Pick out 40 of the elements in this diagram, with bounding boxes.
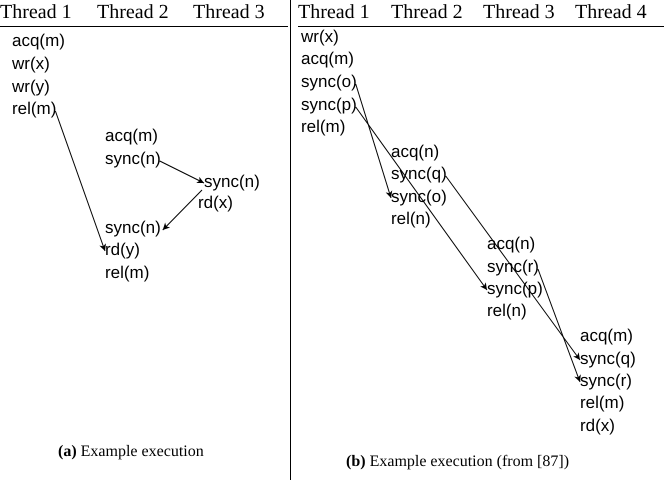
event-label: wr(x) — [301, 27, 339, 47]
event-label: sync(n) — [204, 172, 260, 192]
event-label: rel(n) — [487, 301, 527, 321]
event-label: rel(m) — [12, 99, 56, 119]
event-label: rel(m) — [301, 117, 346, 137]
event-label: rd(x) — [198, 193, 233, 213]
subfigure-caption: (b) Example execution (from [87]) — [346, 452, 570, 472]
event-label: rd(y) — [105, 240, 140, 260]
event-label: sync(n) — [105, 218, 161, 238]
arrow — [159, 160, 204, 184]
event-label: acq(m) — [105, 126, 158, 146]
event-label: acq(n) — [391, 142, 440, 162]
column-header: Thread 2 — [391, 1, 463, 23]
column-header: Thread 1 — [298, 1, 370, 23]
arrow — [162, 190, 202, 230]
column-header: Thread 3 — [193, 1, 265, 23]
event-label: wr(x) — [12, 54, 50, 74]
event-label: sync(n) — [105, 149, 161, 169]
subfigure-caption: (a) Example execution — [58, 442, 204, 462]
event-label: rel(m) — [580, 393, 624, 413]
column-header: Thread 3 — [483, 1, 555, 23]
event-label: rd(x) — [580, 416, 615, 436]
event-label: sync(q) — [580, 349, 636, 369]
arrow — [355, 106, 488, 290]
column-header: Thread 1 — [0, 1, 72, 23]
arrow — [54, 110, 106, 252]
arrow — [537, 268, 581, 382]
event-label: acq(m) — [301, 49, 354, 69]
column-header: Thread 2 — [97, 1, 169, 23]
event-label: rel(n) — [391, 209, 431, 229]
event-label: wr(y) — [12, 77, 50, 97]
event-label: sync(o) — [301, 72, 357, 92]
event-label: acq(m) — [12, 31, 65, 51]
arrow — [355, 84, 392, 198]
event-label: acq(m) — [580, 326, 633, 346]
event-label: rel(m) — [105, 263, 150, 283]
event-label: sync(r) — [580, 371, 632, 391]
column-header: Thread 4 — [575, 1, 647, 23]
event-label: sync(p) — [301, 95, 357, 115]
arrow — [445, 176, 580, 360]
